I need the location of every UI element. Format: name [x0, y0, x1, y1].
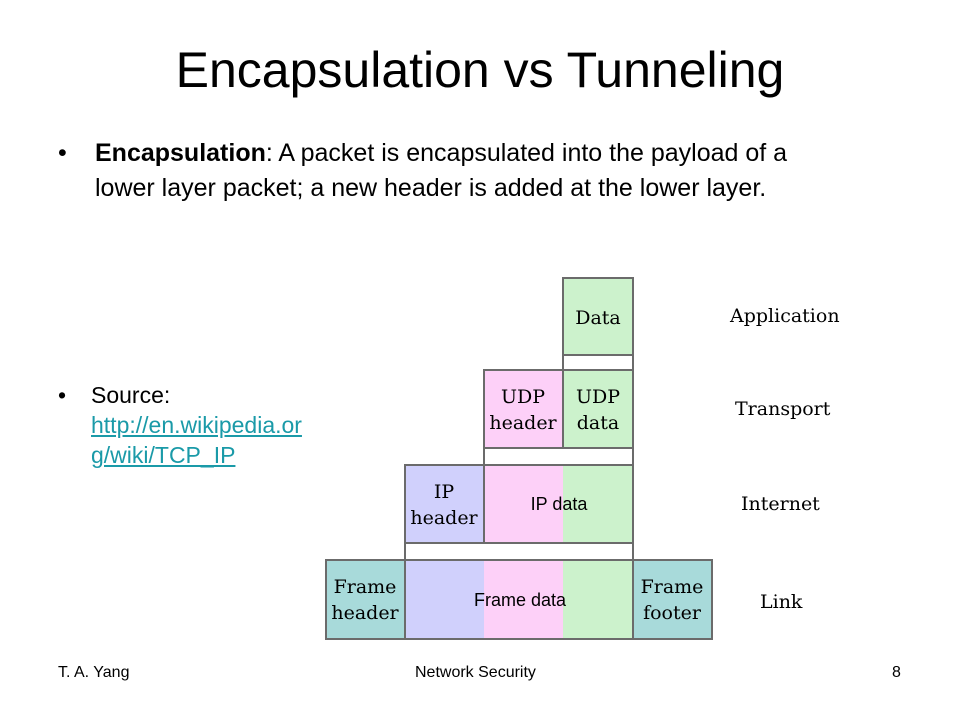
app-data-label: Data: [575, 307, 621, 329]
source-link-line1: http://en.wikipedia.or: [91, 412, 302, 438]
frame-data-green: [563, 560, 633, 639]
udp-data-label-1: UDP: [576, 386, 620, 408]
footer-course: Network Security: [415, 664, 536, 681]
bullet-term: Encapsulation: [95, 139, 266, 167]
bullet-text: Encapsulation: A packet is encapsulated …: [95, 136, 825, 206]
layer-label-transport: Transport: [735, 398, 831, 420]
layer-label-application: Application: [729, 305, 840, 327]
frame-data-pink: [484, 560, 563, 639]
source-link[interactable]: http://en.wikipedia.or g/wiki/TCP_IP: [91, 412, 302, 468]
transport-row: UDP header UDP data: [483, 369, 634, 449]
bullet-definition: : A packet is encapsulated into the payl…: [95, 139, 788, 202]
page-number: 8: [892, 664, 901, 681]
udp-data-label-2: data: [577, 412, 619, 434]
app-data-box: [562, 277, 634, 356]
layer-label-internet: Internet: [741, 493, 820, 515]
frame-data-blue: [405, 560, 484, 639]
layer-label-link: Link: [760, 591, 803, 613]
link-row: Frame header Frame data Frame footer: [325, 559, 713, 640]
source-label: Source:: [91, 382, 171, 408]
ip-data-green: [563, 465, 633, 543]
ip-data-box: [483, 464, 634, 544]
bullet-dot: •: [58, 139, 67, 167]
frame-header-label-2: header: [331, 602, 399, 624]
footer-author: T. A. Yang: [58, 664, 130, 681]
frame-footer-box: [632, 559, 713, 640]
udp-header-box: [483, 369, 564, 449]
ip-header-label-2: header: [410, 507, 478, 529]
bullet-dot: •: [58, 382, 67, 408]
source-text: Source: http://en.wikipedia.or g/wiki/TCP…: [91, 380, 361, 470]
frame-data-label: Frame data: [474, 590, 567, 610]
udp-header-label-1: UDP: [501, 386, 545, 408]
frame-footer-label-1: Frame: [641, 576, 704, 598]
ip-data-pink: [484, 465, 563, 543]
slide-title: Encapsulation vs Tunneling: [175, 42, 785, 98]
ip-header-box: [404, 464, 485, 544]
frame-header-label-1: Frame: [334, 576, 397, 598]
ip-data-label: IP data: [531, 494, 589, 514]
ip-header-label-1: IP: [434, 481, 455, 503]
frame-footer-label-2: footer: [643, 602, 702, 624]
udp-data-box: [562, 369, 634, 449]
udp-header-label-2: header: [489, 412, 557, 434]
frame-header-box: [325, 559, 406, 640]
application-row: Data: [562, 277, 634, 356]
internet-row: IP header IP data: [404, 464, 634, 544]
source-link-line2: g/wiki/TCP_IP: [91, 442, 236, 468]
